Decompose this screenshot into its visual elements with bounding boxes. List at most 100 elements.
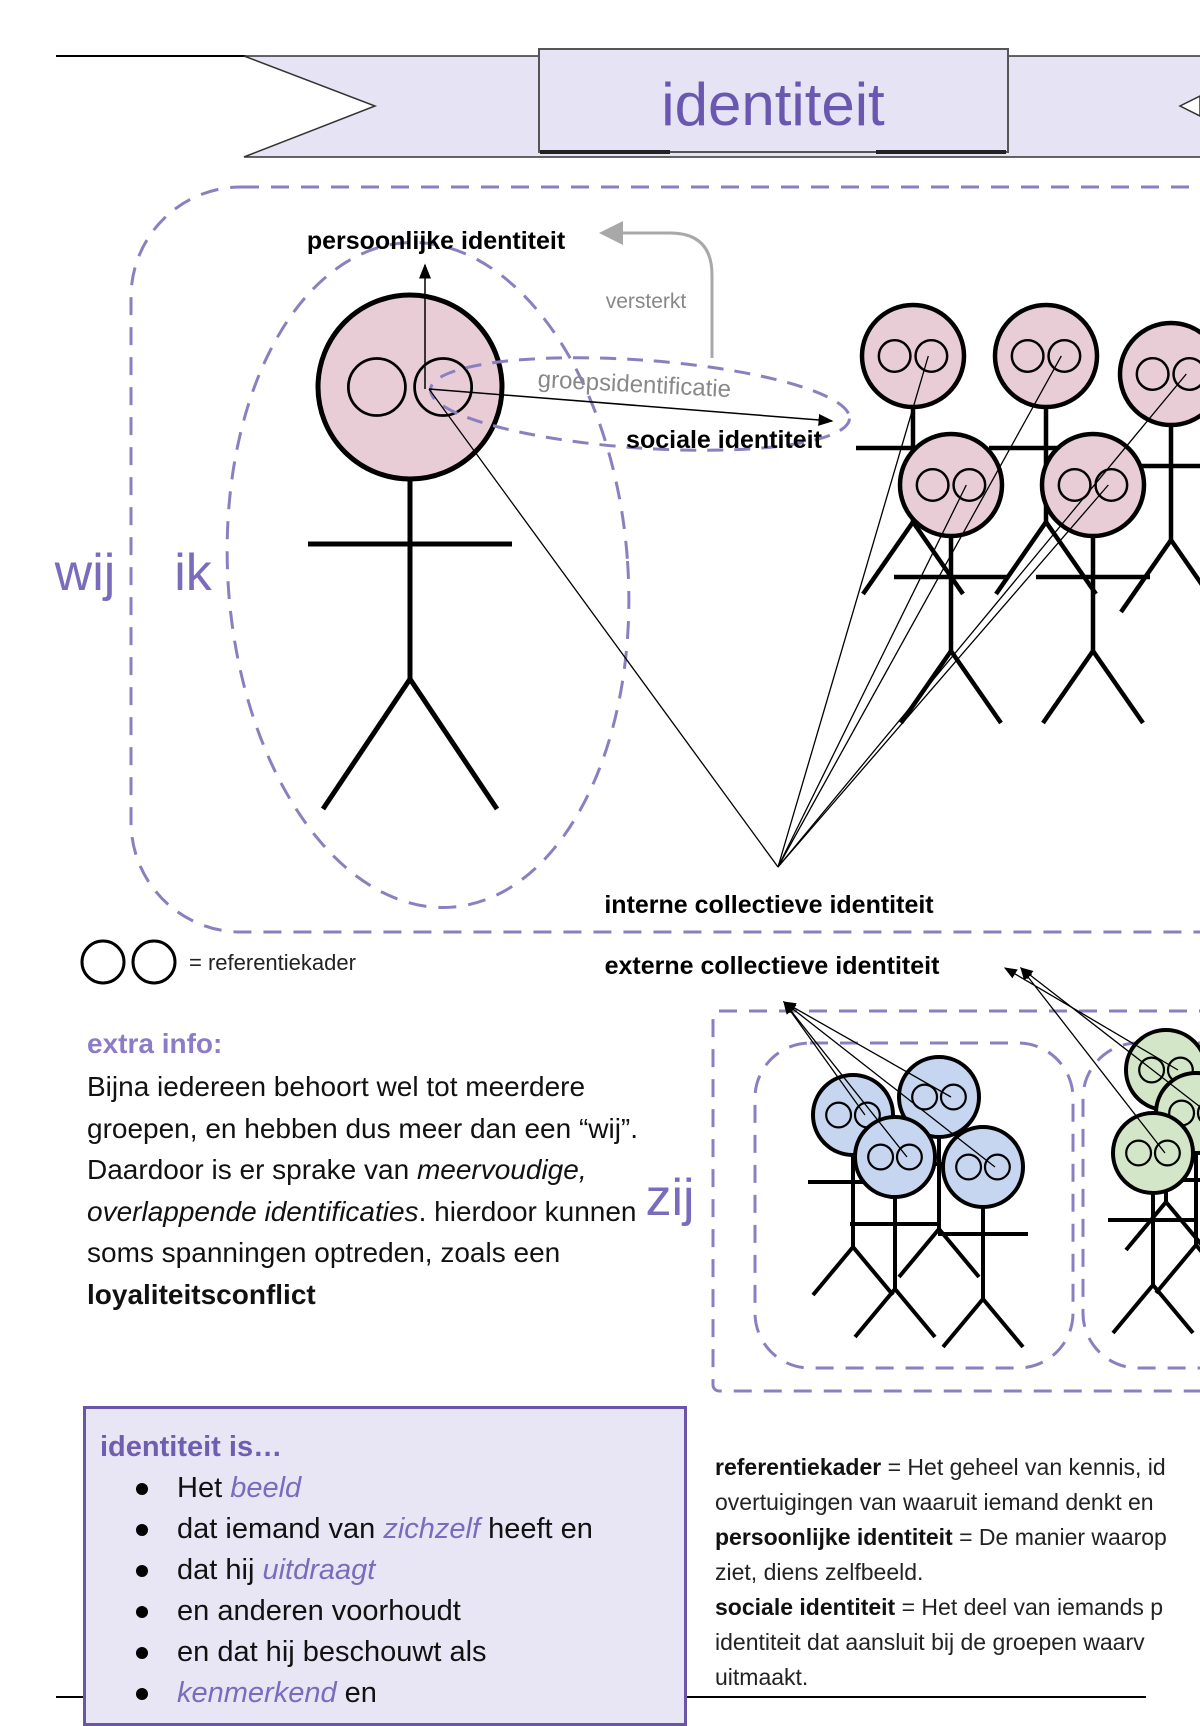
figure-leg [320, 677, 413, 811]
referentiekader-icon [1138, 1056, 1166, 1084]
figure-leg [911, 520, 965, 596]
connector-line [1003, 967, 1179, 1071]
figure-leg [893, 1287, 937, 1339]
stick-figure [894, 431, 1008, 725]
figure-leg [897, 1227, 941, 1279]
connector-line [777, 355, 929, 868]
referentiekader-icon [895, 1143, 923, 1171]
referentiekader-icon [413, 357, 474, 417]
figure-head [859, 302, 967, 410]
stick-figure [308, 292, 512, 811]
figure-head [853, 1115, 937, 1199]
arrow-sociale [428, 388, 834, 426]
extra-info-heading: extra info: [87, 1028, 223, 1059]
referentiekader-icon [1172, 356, 1200, 392]
text-segment: Het [177, 1472, 231, 1504]
definition: persoonlijke identiteit = De manier waar… [715, 1524, 1167, 1585]
definition: sociale identiteit = Het deel van iemand… [715, 1594, 1164, 1690]
figure-leg [1111, 1283, 1155, 1335]
referentiekader-icon [1057, 467, 1092, 503]
figure-leg [407, 677, 500, 811]
figure-leg [899, 649, 953, 725]
referentiekader-legend-icon [131, 939, 177, 985]
title-banner [243, 48, 1200, 158]
figure-head [1117, 320, 1200, 428]
figure-head [897, 1055, 981, 1139]
figure-leg [1154, 1243, 1198, 1295]
connector-line [783, 1000, 908, 1158]
box-list-item: dat iemand van zichzelf heeft en [100, 1509, 670, 1550]
figure-leg [1194, 1243, 1200, 1253]
referentiekader-icon [877, 338, 912, 374]
figure-leg [853, 1287, 897, 1339]
stick-figure [1036, 431, 1150, 725]
text-segment: . hierdoor kunnen soms spanningen optred… [87, 1195, 637, 1269]
text-segment: heeft en [480, 1513, 593, 1545]
box-list-item: kenmerkend en [100, 1673, 670, 1714]
top-rule [56, 55, 246, 57]
definition: referentiekader = Het geheel van kennis,… [715, 1454, 1166, 1515]
referentiekader-icon [1196, 1104, 1200, 1122]
connector-line [782, 1001, 996, 1168]
referentiekader-icon [867, 1143, 895, 1171]
referentiekader-icon [983, 1153, 1011, 1181]
legend-referentiekader: = referentiekader [189, 950, 356, 975]
figure-head [941, 1125, 1025, 1209]
figure-leg [1091, 649, 1145, 725]
referentiekader-icon [1125, 1139, 1153, 1167]
connector-line [1020, 966, 1166, 1154]
referentiekader-icon [1010, 338, 1045, 374]
connector-line [783, 1000, 866, 1116]
connector-line [777, 484, 1109, 868]
label-versterkt: versterkt [606, 290, 687, 313]
connector-line [777, 373, 1187, 868]
stick-figure [894, 1055, 984, 1279]
figure-leg [1151, 1283, 1195, 1335]
figure-leg [1124, 1200, 1168, 1252]
box-list-item: en anderen voorhoudt [100, 1591, 670, 1632]
label-groepsidentificatie: groepsidentificatie [537, 366, 732, 403]
connector-lines [428, 355, 1200, 1168]
text-segment: en [336, 1677, 377, 1709]
referentiekader-icon [952, 467, 987, 503]
text-segment: en dat hij beschouwt als [177, 1636, 487, 1668]
zij-group-2 [1081, 1041, 1200, 1370]
zij-group-1 [753, 1041, 1075, 1370]
figure-leg [994, 520, 1048, 596]
referentiekader-icon [955, 1153, 983, 1181]
text-segment: zichzelf [383, 1513, 481, 1545]
arrow-versterkt [599, 221, 714, 358]
referentiekader-icon [914, 338, 949, 374]
referentiekader-icon [825, 1101, 853, 1129]
referentiekader-icon [346, 357, 407, 417]
connector-line [777, 355, 1062, 868]
page-title: identiteit [661, 71, 885, 138]
figure-leg [981, 1297, 1025, 1349]
stick-figures [308, 292, 1200, 1349]
label-interne-collectieve-identiteit: interne collectieve identiteit [604, 891, 934, 919]
text-segment: uitdraagt [262, 1554, 376, 1586]
referentiekader-icon [1135, 356, 1170, 392]
connector-line [782, 1001, 952, 1098]
text-italic: meervoudige, overlappende identificaties [87, 1154, 587, 1227]
referentiekader-icon [1094, 467, 1129, 503]
figure-leg [941, 1297, 985, 1349]
stick-figure [1108, 1111, 1198, 1335]
label-ik: ik [174, 544, 213, 602]
definitions: referentiekader = Het geheel van kennis,… [715, 1450, 1200, 1695]
stick-figure [938, 1125, 1028, 1349]
referentiekader-icon [911, 1083, 939, 1111]
text-segment: dat iemand van [177, 1513, 384, 1545]
figure-leg [937, 1227, 981, 1279]
label-persoonlijke-identiteit: persoonlijke identiteit [307, 227, 566, 255]
text-bold: loyaliteitsconflict [87, 1278, 316, 1310]
connector-line [428, 388, 779, 868]
connector-line [1019, 967, 1200, 1108]
connector-line [777, 484, 967, 868]
stick-figure [850, 1115, 940, 1339]
referentiekader-icon [915, 467, 950, 503]
referentiekader-icon [1047, 338, 1082, 374]
figure-leg [811, 1245, 855, 1297]
figure-head [1111, 1111, 1195, 1195]
